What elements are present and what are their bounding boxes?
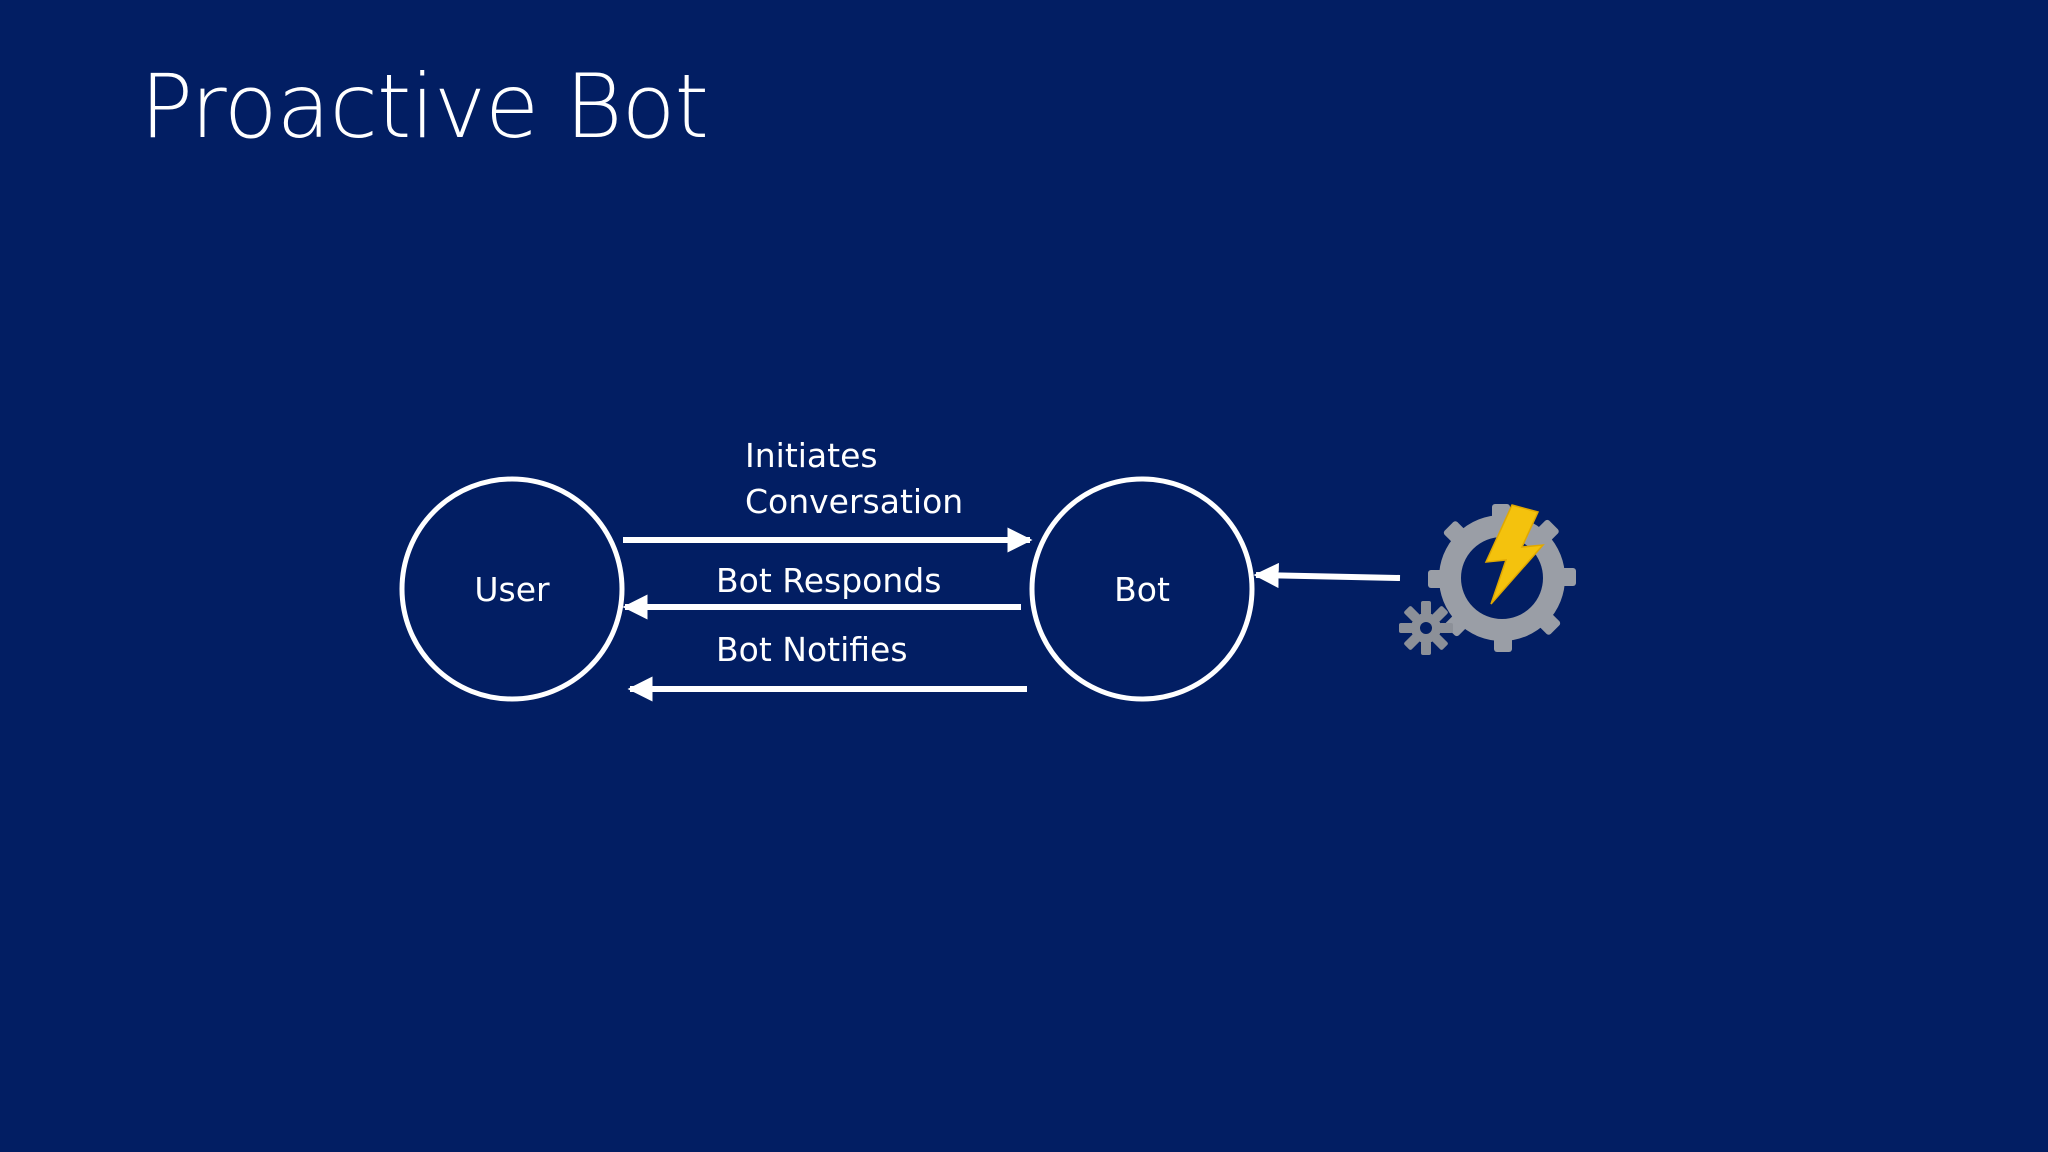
user-circle <box>399 476 625 702</box>
user-node: User <box>399 476 625 702</box>
edge-notifies-label: Bot Notifies <box>716 630 908 669</box>
edge-bot-notifies: Bot Notifies <box>627 630 1027 702</box>
edge-initiates-label-line2: Conversation <box>745 482 963 521</box>
azure-functions-gear-lightning-icon <box>1399 504 1576 655</box>
edge-trigger-to-bot <box>1253 562 1401 589</box>
arrow-trigger-to-bot <box>1253 562 1401 589</box>
bot-node: Bot <box>1029 476 1255 702</box>
edge-initiates-conversation: Initiates Conversation <box>623 436 1033 553</box>
edge-responds-label: Bot Responds <box>716 561 941 600</box>
user-label: User <box>474 570 550 609</box>
bot-circle <box>1029 476 1255 702</box>
edge-bot-responds: Bot Responds <box>622 561 1021 620</box>
slide-title: Proactive Bot <box>140 55 709 158</box>
small-gear-icon <box>1399 601 1453 655</box>
lightning-bolt-icon <box>1484 504 1545 605</box>
edge-initiates-label-line1: Initiates <box>745 436 878 475</box>
bot-label: Bot <box>1114 570 1170 609</box>
